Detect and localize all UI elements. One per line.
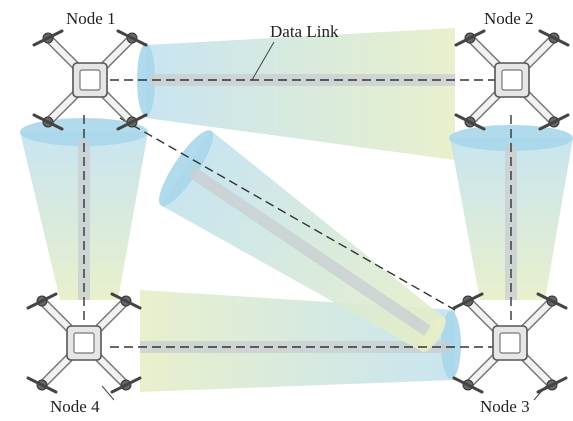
link-line-diagonal (119, 117, 456, 311)
link-beam-diagonal (158, 130, 446, 353)
drone-node4-icon (28, 294, 140, 392)
data-link-leader (251, 41, 275, 81)
drone-node2-icon (456, 31, 568, 129)
data-link-label: Data Link (270, 22, 339, 41)
link-beam-top (137, 28, 455, 160)
node4-leader (101, 385, 115, 401)
node3-label: Node 3 (480, 397, 530, 416)
node2-label: Node 2 (484, 9, 534, 28)
node3-leader (533, 385, 547, 401)
drone-node3-icon (454, 294, 566, 392)
node4-label: Node 4 (50, 397, 100, 416)
node1-label: Node 1 (66, 9, 116, 28)
